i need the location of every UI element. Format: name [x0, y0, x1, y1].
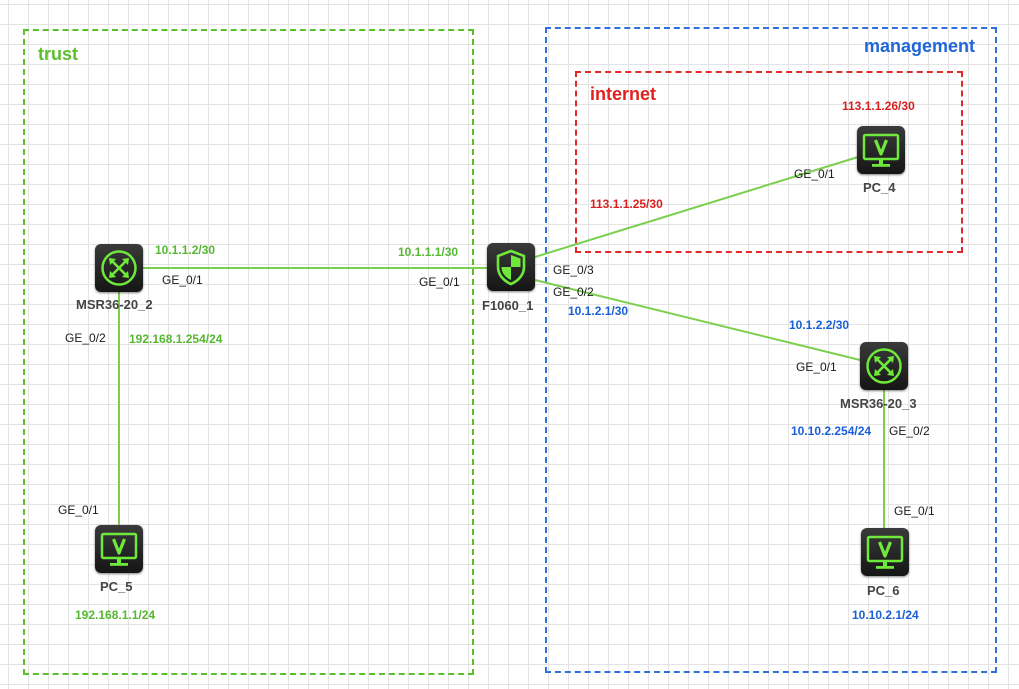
monitor-v-icon: [862, 133, 900, 167]
management-zone-title: management: [864, 36, 976, 56]
port-label-msr2-ge02: GE_0/2: [65, 331, 106, 345]
ip-label-msr2-ge02: 192.168.1.254/24: [129, 332, 223, 346]
ip-label-pc5: 192.168.1.1/24: [75, 608, 156, 622]
firewall-f1060-1[interactable]: [487, 243, 535, 291]
ip-label-pc4: 113.1.1.26/30: [842, 99, 915, 113]
pc-5[interactable]: [95, 525, 143, 573]
internet-zone: [575, 71, 963, 253]
port-label-f1060-ge01: GE_0/1: [419, 275, 460, 289]
monitor-v-icon: [866, 535, 904, 569]
ip-label-f1060-ge02: 10.1.2.1/30: [568, 304, 629, 318]
pc-6[interactable]: [861, 528, 909, 576]
ip-label-msr2-ge01: 10.1.1.2/30: [155, 243, 216, 257]
link-f1060-pc4[interactable]: [534, 156, 859, 258]
trust-zone-title: trust: [38, 44, 78, 64]
firewall-shield-icon: [496, 249, 526, 286]
trust-zone: [23, 29, 474, 675]
router-msr36-20-3[interactable]: [860, 342, 908, 390]
internet-zone-title: internet: [590, 84, 657, 104]
port-label-msr3-ge01: GE_0/1: [796, 360, 837, 374]
management-zone: [545, 27, 997, 673]
ip-label-f1060-ge01: 10.1.1.1/30: [398, 245, 459, 259]
router-icon: [866, 348, 902, 384]
pc-4[interactable]: [857, 126, 905, 174]
ip-label-pc6: 10.10.2.1/24: [852, 608, 919, 622]
port-label-msr2-ge01: GE_0/1: [162, 273, 203, 287]
device-name-pc-5: PC_5: [100, 579, 133, 594]
port-label-pc4-ge01: GE_0/1: [794, 167, 835, 181]
router-msr36-20-2[interactable]: [95, 244, 143, 292]
ip-label-f1060-ge03: 113.1.1.25/30: [590, 197, 663, 211]
port-label-pc6-ge01: GE_0/1: [894, 504, 935, 518]
link-f1060-msr3[interactable]: [534, 279, 861, 361]
device-name-f1060-1: F1060_1: [482, 298, 534, 313]
device-name-msr36-20-2: MSR36-20_2: [76, 297, 153, 312]
port-label-f1060-ge02: GE_0/2: [553, 285, 594, 299]
port-label-f1060-ge03: GE_0/3: [553, 263, 594, 277]
device-name-pc-4: PC_4: [863, 180, 896, 195]
device-name-msr36-20-3: MSR36-20_3: [840, 396, 917, 411]
router-icon: [101, 250, 137, 286]
monitor-v-icon: [100, 532, 138, 566]
device-name-pc-6: PC_6: [867, 583, 900, 598]
ip-label-msr3-ge01: 10.1.2.2/30: [789, 318, 850, 332]
ip-label-msr3-ge02: 10.10.2.254/24: [791, 424, 872, 438]
port-label-pc5-ge01: GE_0/1: [58, 503, 99, 517]
port-label-msr3-ge02: GE_0/2: [889, 424, 930, 438]
